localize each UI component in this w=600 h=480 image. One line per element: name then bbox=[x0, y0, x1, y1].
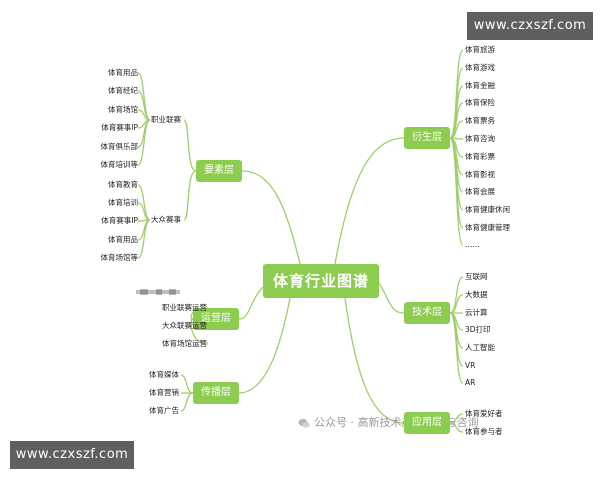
leaf-yansheng-0: 体育旅游 bbox=[465, 45, 495, 54]
watermark-bottom: www.czxszf.com bbox=[10, 441, 134, 469]
watermark-top: www.czxszf.com bbox=[467, 12, 593, 40]
connector-43 bbox=[180, 392, 194, 412]
leaf-jishu-3: 3D打印 bbox=[465, 325, 491, 334]
connector-33 bbox=[190, 318, 209, 345]
leaf-jishu-1: 大数据 bbox=[465, 290, 488, 299]
leaf-chuanbo-2: 体育广告 bbox=[149, 406, 179, 415]
leaf-chuanbo-1: 体育营销 bbox=[149, 388, 179, 397]
connector-18 bbox=[137, 219, 151, 259]
leaf-zhiye-1: 体育经纪 bbox=[108, 86, 138, 95]
leaf-yansheng-1: 体育游戏 bbox=[465, 63, 495, 72]
leaf-jishu-2: 云计算 bbox=[465, 308, 488, 317]
leaf-jishu-5: VR bbox=[465, 361, 476, 370]
leaf-yingyong-1: 体育参与者 bbox=[465, 427, 503, 436]
leaf-jishu-6: AR bbox=[465, 378, 476, 387]
wechat-icon bbox=[298, 418, 310, 428]
node-jishu: 技术层 bbox=[404, 302, 450, 324]
sub-dazhong: 大众赛事 bbox=[151, 215, 181, 224]
node-chuanbo: 传播层 bbox=[193, 382, 239, 404]
leaf-yansheng-8: 体育会展 bbox=[465, 187, 495, 196]
leaf-chuanbo-0: 体育媒体 bbox=[149, 370, 179, 379]
connector-1 bbox=[334, 137, 405, 265]
leaf-yansheng-5: 体育咨询 bbox=[465, 134, 495, 143]
leaf-dazhong-4: 体育场馆等 bbox=[100, 253, 139, 262]
leaf-yansheng-6: 体育彩票 bbox=[465, 152, 495, 161]
watermark-center: 公众号 · 高新技术产业研究与咨询 bbox=[314, 416, 479, 429]
leaf-yansheng-10: 体育健康管理 bbox=[465, 223, 510, 232]
node-yunying: 运营层 bbox=[193, 308, 239, 330]
leaf-jishu-0: 互联网 bbox=[465, 272, 488, 281]
node-yansheng: 衍生层 bbox=[404, 127, 450, 149]
connector-41 bbox=[180, 374, 194, 394]
leaf-yansheng-9: 体育健康休闲 bbox=[465, 205, 510, 214]
connector-4 bbox=[238, 297, 291, 394]
blurred-label bbox=[136, 289, 180, 295]
sub-zhiye: 职业联赛 bbox=[151, 115, 181, 124]
center-node: 体育行业图谱 bbox=[263, 264, 379, 298]
connector-40 bbox=[449, 312, 464, 384]
leaf-dazhong-0: 体育教育 bbox=[108, 180, 138, 189]
leaf-yansheng-11: …… bbox=[465, 240, 480, 249]
leaf-jishu-4: 人工智能 bbox=[465, 343, 495, 352]
connector-45 bbox=[449, 422, 464, 433]
leaf-zhiye-0: 体育用品 bbox=[108, 68, 138, 77]
leaf-yansheng-4: 体育票务 bbox=[465, 116, 495, 125]
leaf-yansheng-7: 体育影视 bbox=[465, 170, 495, 179]
leaf-dazhong-1: 体育培训 bbox=[108, 198, 138, 207]
leaf-yunying-2: 体育场馆运营 bbox=[162, 339, 207, 348]
leaf-dazhong-3: 体育用品 bbox=[108, 235, 138, 244]
connector-3 bbox=[378, 282, 405, 314]
leaf-yansheng-2: 体育金融 bbox=[465, 81, 495, 90]
node-yingyong: 应用层 bbox=[404, 412, 450, 434]
connector-30 bbox=[449, 137, 464, 246]
leaf-zhiye-4: 体育俱乐部 bbox=[100, 142, 139, 151]
connector-7 bbox=[183, 170, 197, 221]
connector-8 bbox=[137, 72, 151, 121]
leaf-zhiye-3: 体育赛事IP bbox=[101, 123, 138, 132]
connector-13 bbox=[137, 119, 151, 166]
leaf-yunying-0: 职业联赛运营 bbox=[162, 303, 207, 312]
leaf-dazhong-2: 体育赛事IP bbox=[101, 216, 138, 225]
connector-2 bbox=[238, 286, 264, 320]
connector-0 bbox=[241, 170, 301, 265]
leaf-yansheng-3: 体育保险 bbox=[465, 98, 495, 107]
leaf-zhiye-2: 体育场馆 bbox=[108, 105, 138, 114]
connector-14 bbox=[137, 184, 151, 221]
leaf-yunying-1: 大众联赛运营 bbox=[162, 321, 207, 330]
leaf-yingyong-0: 体育爱好者 bbox=[465, 409, 503, 418]
leaf-zhiye-5: 体育培训等 bbox=[100, 160, 139, 169]
connector-5 bbox=[344, 297, 405, 424]
connector-6 bbox=[183, 119, 197, 172]
node-yaosu: 要素层 bbox=[196, 160, 242, 182]
